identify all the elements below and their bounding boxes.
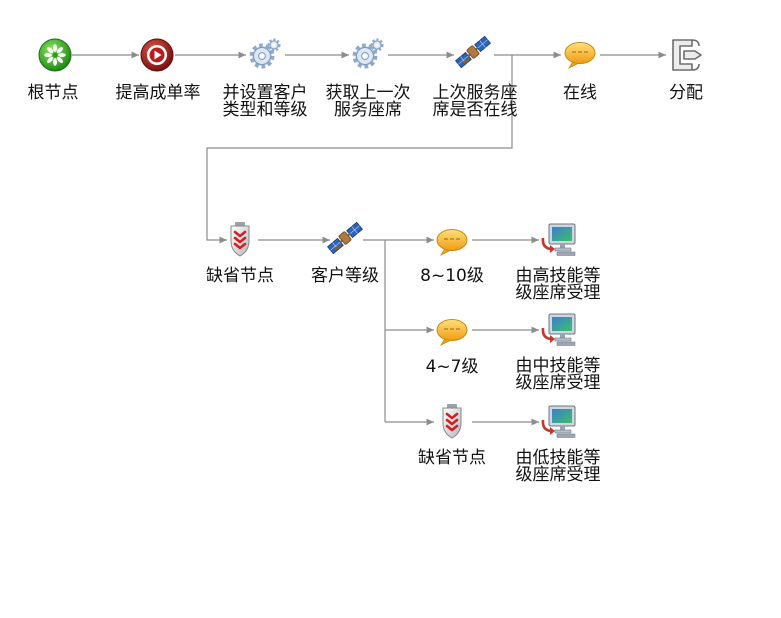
node-default-branch[interactable]: 缺省节点 (418, 402, 486, 468)
node-assign[interactable]: 分配 (669, 39, 703, 103)
node-label: 并设置客户 (223, 83, 308, 103)
node-level-4-7[interactable]: 4~7级 (426, 319, 479, 378)
node-label: 获取上一次 (326, 83, 411, 103)
node-high-skill-agent[interactable]: 由高技能等 级座席受理 (516, 222, 601, 303)
node-mid-skill-agent[interactable]: 由中技能等 级座席受理 (516, 312, 601, 393)
connectors (72, 51, 666, 426)
node-label: 分配 (669, 83, 703, 103)
node-last-agent-online-check[interactable]: 上次服务座 席是否在线 (433, 35, 518, 120)
node-label: 级座席受理 (516, 465, 601, 485)
gear-icon (252, 40, 279, 66)
node-label: 类型和等级 (223, 100, 308, 120)
node-default[interactable]: 缺省节点 (206, 220, 274, 286)
shield-icon (229, 220, 251, 258)
node-label: 级座席受理 (516, 283, 601, 303)
gear-icon (355, 40, 382, 66)
monitor-icon (541, 312, 577, 347)
node-label: 客户等级 (311, 266, 379, 286)
node-customer-level[interactable]: 客户等级 (311, 221, 379, 286)
node-label: 缺省节点 (206, 266, 274, 286)
node-raise-conversion[interactable]: 提高成单率 (116, 38, 201, 103)
satellite-icon (454, 35, 492, 69)
node-label: 提高成单率 (116, 83, 201, 103)
speech-bubble-icon (564, 42, 596, 69)
node-label: 由低技能等 (516, 448, 601, 468)
record-play-icon (140, 38, 174, 72)
satellite-icon (326, 221, 364, 255)
node-label: 由高技能等 (516, 266, 601, 286)
monitor-icon (541, 222, 577, 257)
node-label: 级座席受理 (516, 373, 601, 393)
node-label: 根节点 (28, 83, 79, 103)
node-get-last-agent[interactable]: 获取上一次 服务座席 (326, 40, 411, 120)
node-label: 4~7级 (426, 357, 479, 377)
node-label: 上次服务座 (433, 83, 518, 103)
green-ball-icon (38, 38, 72, 72)
assign-icon (672, 39, 702, 71)
node-low-skill-agent[interactable]: 由低技能等 级座席受理 (516, 404, 601, 485)
node-set-customer-type-level[interactable]: 并设置客户 类型和等级 (223, 40, 308, 120)
node-level-8-10[interactable]: 8~10级 (420, 229, 484, 287)
node-label: 服务座席 (334, 100, 402, 120)
node-label: 缺省节点 (418, 448, 486, 468)
connector-fallback-arrow (206, 55, 513, 244)
node-root[interactable]: 根节点 (28, 38, 79, 103)
node-label: 由中技能等 (516, 356, 601, 376)
node-online[interactable]: 在线 (563, 42, 597, 104)
node-label: 在线 (563, 83, 597, 103)
node-label: 8~10级 (420, 266, 484, 286)
speech-bubble-icon (436, 229, 468, 256)
monitor-icon (541, 404, 577, 439)
shield-icon (441, 402, 463, 440)
node-label: 席是否在线 (433, 100, 518, 120)
speech-bubble-icon (436, 319, 468, 346)
